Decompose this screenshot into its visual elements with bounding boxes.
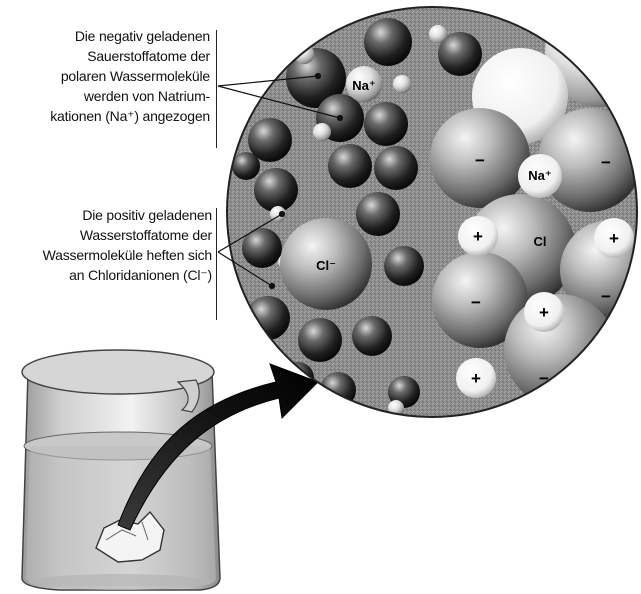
chloride-symbol-crystal: Cl <box>534 234 547 249</box>
beaker <box>22 350 220 590</box>
plus-sign: + <box>609 229 619 248</box>
label-line: polaren Wassermoleküle <box>14 66 210 86</box>
label-line: an Chloridanionen (Cl⁻) <box>6 265 212 285</box>
minus-sign: − <box>539 369 549 388</box>
magnified-view: Na⁺ Cl⁻ Na⁺ Cl + + + + − − − − − <box>227 0 641 426</box>
label-line: Wasserstoffatome der <box>6 225 212 245</box>
label-line: Die negativ geladenen <box>14 26 210 46</box>
label-line: Die positiv geladenen <box>6 205 212 225</box>
plus-sign: + <box>539 303 549 322</box>
chloride-symbol-water: Cl⁻ <box>316 258 336 273</box>
sodium-symbol-water: Na⁺ <box>352 78 375 93</box>
minus-sign: − <box>471 293 481 312</box>
minus-sign: − <box>601 153 611 172</box>
hydrogen-attachment-label: Die positiv geladenen Wasserstoffatome d… <box>6 205 212 285</box>
label-line: werden von Natrium- <box>14 86 210 106</box>
sodium-symbol-crystal: Na⁺ <box>528 168 551 183</box>
plus-sign: + <box>473 227 483 246</box>
plus-sign: + <box>471 369 481 388</box>
oxygen-attraction-label: Die negativ geladenen Sauerstoffatome de… <box>14 26 210 126</box>
minus-sign: − <box>601 287 611 306</box>
label-bracket <box>216 30 217 148</box>
label-line: kationen (Na⁺) angezogen <box>14 106 210 126</box>
label-line: Sauerstoffatome der <box>14 46 210 66</box>
label-bracket <box>216 208 217 320</box>
minus-sign: − <box>475 151 485 170</box>
label-line: Wassermoleküle heften sich <box>6 245 212 265</box>
